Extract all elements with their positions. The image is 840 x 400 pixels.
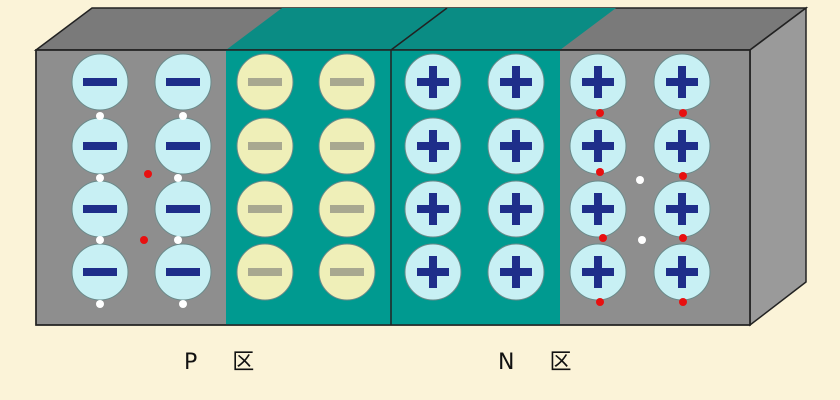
positive-ion-icon	[487, 53, 545, 111]
negative-ion-icon	[71, 243, 129, 301]
positive-ion-icon	[653, 180, 711, 238]
hole-icon	[599, 234, 607, 242]
electron-icon	[636, 176, 644, 184]
plus-sign-icon	[678, 256, 686, 288]
electron-icon	[96, 174, 104, 182]
plus-sign-icon	[678, 130, 686, 162]
plus-sign-icon	[678, 66, 686, 98]
positive-ion-icon	[487, 243, 545, 301]
minus-sign-icon	[248, 205, 282, 213]
negative-ion-icon	[154, 117, 212, 175]
block-side-face	[749, 6, 807, 327]
hole-icon	[144, 170, 152, 178]
negative-ion-icon	[318, 180, 376, 238]
ion-grid	[71, 53, 711, 301]
negative-ion-icon	[154, 53, 212, 111]
positive-ion-icon	[569, 180, 627, 238]
plus-sign-icon	[512, 130, 520, 162]
negative-ion-icon	[71, 180, 129, 238]
block-outline	[35, 49, 751, 326]
electron-icon	[638, 236, 646, 244]
positive-ion-icon	[404, 243, 462, 301]
hole-icon	[596, 109, 604, 117]
plus-sign-icon	[429, 130, 437, 162]
minus-sign-icon	[83, 205, 117, 213]
electron-icon	[96, 300, 104, 308]
positive-ion-icon	[404, 53, 462, 111]
hole-icon	[679, 109, 687, 117]
hole-icon	[596, 298, 604, 306]
hole-icon	[679, 234, 687, 242]
hole-icon	[140, 236, 148, 244]
minus-sign-icon	[166, 205, 200, 213]
plus-sign-icon	[512, 66, 520, 98]
negative-ion-icon	[318, 243, 376, 301]
negative-ion-icon	[154, 180, 212, 238]
electron-icon	[174, 236, 182, 244]
minus-sign-icon	[166, 142, 200, 150]
minus-sign-icon	[248, 142, 282, 150]
positive-ion-icon	[569, 117, 627, 175]
minus-sign-icon	[166, 78, 200, 86]
positive-ion-icon	[487, 180, 545, 238]
plus-sign-icon	[594, 130, 602, 162]
n-region-label: N 区	[498, 350, 586, 375]
negative-ion-icon	[71, 117, 129, 175]
plus-sign-icon	[594, 193, 602, 225]
junction-top-edge	[390, 7, 448, 51]
plus-sign-icon	[429, 256, 437, 288]
plus-sign-icon	[429, 66, 437, 98]
plus-sign-icon	[594, 256, 602, 288]
negative-ion-icon	[236, 243, 294, 301]
positive-ion-icon	[404, 117, 462, 175]
positive-ion-icon	[569, 53, 627, 111]
minus-sign-icon	[83, 268, 117, 276]
negative-ion-icon	[236, 180, 294, 238]
positive-ion-icon	[653, 53, 711, 111]
electron-icon	[179, 112, 187, 120]
minus-sign-icon	[83, 78, 117, 86]
minus-sign-icon	[330, 205, 364, 213]
positive-ion-icon	[487, 117, 545, 175]
positive-ion-icon	[653, 243, 711, 301]
electron-icon	[96, 236, 104, 244]
carrier-dots	[96, 109, 687, 308]
minus-sign-icon	[330, 268, 364, 276]
minus-sign-icon	[330, 78, 364, 86]
negative-ion-icon	[318, 53, 376, 111]
hole-icon	[679, 298, 687, 306]
minus-sign-icon	[248, 78, 282, 86]
negative-ion-icon	[318, 117, 376, 175]
depletion-top-face	[226, 8, 616, 50]
electron-icon	[179, 300, 187, 308]
plus-sign-icon	[429, 193, 437, 225]
negative-ion-icon	[154, 243, 212, 301]
negative-ion-icon	[236, 53, 294, 111]
hole-icon	[679, 172, 687, 180]
negative-ion-icon	[71, 53, 129, 111]
minus-sign-icon	[166, 268, 200, 276]
minus-sign-icon	[330, 142, 364, 150]
hole-icon	[596, 168, 604, 176]
p-region-label: P 区	[184, 350, 269, 375]
positive-ion-icon	[569, 243, 627, 301]
plus-sign-icon	[678, 193, 686, 225]
electron-icon	[96, 112, 104, 120]
minus-sign-icon	[248, 268, 282, 276]
negative-ion-icon	[236, 117, 294, 175]
plus-sign-icon	[512, 193, 520, 225]
plus-sign-icon	[594, 66, 602, 98]
minus-sign-icon	[83, 142, 117, 150]
plus-sign-icon	[512, 256, 520, 288]
positive-ion-icon	[404, 180, 462, 238]
positive-ion-icon	[653, 117, 711, 175]
electron-icon	[174, 174, 182, 182]
